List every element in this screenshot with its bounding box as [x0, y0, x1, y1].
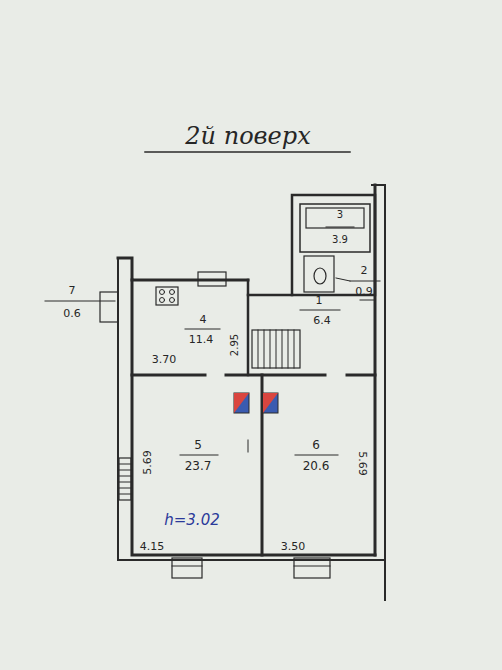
dimension: 4.15	[140, 541, 165, 552]
room-area: 0.9	[355, 286, 373, 297]
window	[294, 558, 330, 578]
partition	[248, 294, 292, 297]
door	[360, 300, 375, 301]
room-number: 7	[69, 285, 76, 296]
dimension: 3.70	[152, 354, 177, 365]
outer-wall	[132, 280, 375, 555]
vent-duct	[234, 393, 278, 413]
partition	[132, 374, 375, 377]
room-area: 20.6	[303, 460, 330, 472]
toilet-room	[304, 256, 334, 292]
leader-line	[45, 301, 115, 302]
room-number: 6	[312, 439, 320, 451]
dimension: 5.69	[357, 451, 368, 476]
outer-wall	[118, 258, 385, 560]
niche	[100, 292, 118, 322]
room-area: 11.4	[189, 334, 214, 345]
outer-wall	[118, 258, 248, 280]
fraction-line	[326, 227, 354, 228]
dimension: 3.50	[281, 541, 306, 552]
title-underline	[145, 151, 350, 153]
wc-block	[292, 195, 375, 295]
stove	[156, 287, 178, 305]
fraction-line	[180, 455, 218, 456]
fraction-line	[295, 455, 338, 456]
dimension: 5.69	[142, 450, 153, 475]
window	[172, 558, 202, 578]
leader-line	[336, 278, 350, 281]
bathroom	[300, 204, 370, 252]
window	[119, 458, 131, 500]
room-number: 5	[194, 439, 202, 451]
room-area: 0.6	[63, 308, 81, 319]
room-number: 4	[200, 314, 207, 325]
stairs	[252, 330, 300, 368]
sink	[198, 272, 226, 286]
bathtub	[306, 208, 364, 228]
fraction-line	[300, 310, 340, 311]
fraction-line	[185, 329, 220, 330]
room-area: 6.4	[313, 315, 331, 326]
room-area: 23.7	[185, 460, 212, 472]
ceiling-height: h=3.02	[164, 513, 219, 528]
room-area: 3.9	[332, 235, 348, 245]
dimension: 2.95	[230, 334, 240, 356]
fraction-line	[350, 281, 380, 282]
toilet	[314, 268, 326, 284]
floor-title: 2й поверх	[185, 124, 310, 148]
room-number: 3	[337, 210, 343, 220]
room-number: 2	[361, 265, 368, 276]
room-number: 1	[316, 295, 323, 306]
